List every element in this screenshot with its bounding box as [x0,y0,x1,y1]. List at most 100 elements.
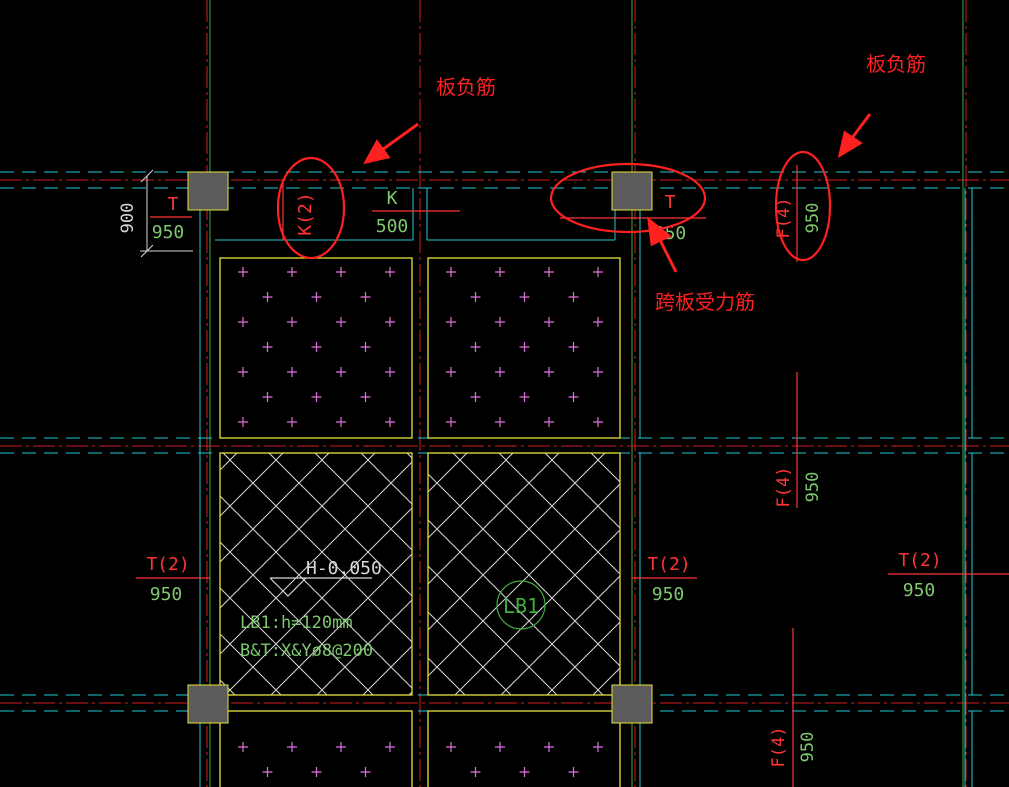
plus-marker-10 [385,317,395,327]
plus-marker-18 [262,392,273,402]
arrow-2-head [837,130,863,159]
plus-marker-4 [262,292,273,302]
plus-marker-3 [385,267,395,277]
rebar-t2-right-length: 950 [903,580,936,601]
slab-tag-circle [496,580,546,630]
slab-elevation-text: H-0.050 [306,558,382,579]
plus-marker-54 [262,767,273,777]
plus-marker-19 [311,392,322,402]
rebar-f4-bot-code: F(4) [769,727,789,768]
annotation-span-rebar: 跨板受力筋 [655,290,755,314]
plus-marker-49 [593,417,603,427]
rebar-t2-left-length: 950 [150,584,183,605]
plus-marker-26 [495,267,505,277]
slab-spec-line-2: B&T:X&Yø8@200 [240,641,373,661]
arrow-3-head [647,216,672,247]
plus-marker-53 [385,742,395,752]
plus-marker-35 [593,317,603,327]
dimension-900-text: 900 [118,203,138,234]
plus-marker-38 [568,342,579,352]
slab-panels [219,257,621,787]
plus-marker-1 [287,267,297,277]
annotation-neg-rebar-2: 板负筋 [866,52,926,76]
rebar-lines [136,165,1009,787]
rebar-f4-mid-length: 950 [803,472,823,503]
plus-marker-48 [544,417,554,427]
plus-marker-5 [311,292,322,302]
rebar-f4-top-length: 950 [803,203,823,234]
plus-marker-63 [568,767,579,777]
plus-marker-47 [495,417,505,427]
plus-marker-24 [385,417,395,427]
plus-marker-13 [360,342,371,352]
slab-tag-text: LB1 [503,594,539,618]
plus-marker-22 [287,417,297,427]
plus-marker-9 [336,317,346,327]
plus-marker-34 [544,317,554,327]
rebar-f4-mid-code: F(4) [774,467,794,508]
arrow-1-shaft [381,122,419,152]
plus-marker-8 [287,317,297,327]
plus-marker-61 [470,767,481,777]
plus-marker-56 [360,767,371,777]
slab-panel-top-right [427,257,621,439]
plus-marker-44 [519,392,530,402]
slab-panel-hatched-left [219,452,413,696]
plus-marker-55 [311,767,322,777]
dimension-900 [140,169,193,258]
plus-marker-7 [238,317,248,327]
plus-marker-11 [262,342,273,352]
plus-marker-39 [446,367,456,377]
plus-marker-30 [519,292,530,302]
markup-arrows [363,113,872,273]
rebar-t2-mid-code: T(2) [647,554,690,575]
slab-panel-hatched-right [427,452,621,696]
plus-marker-36 [470,342,481,352]
plus-marker-37 [519,342,530,352]
rebar-t1-length: 950 [152,222,185,243]
slab-spec-line-1: LB1:h=120mm [240,613,353,633]
plus-marker-17 [385,367,395,377]
rebar-f4-bot-length: 950 [798,732,818,763]
column-top-right [611,171,653,211]
markup-ellipse-t-right [549,162,707,234]
plus-marker-50 [238,742,248,752]
markup-annotations [276,150,832,262]
rebar-k-code: K [387,188,398,209]
arrow-1-head [363,139,391,165]
plus-marker-20 [360,392,371,402]
plus-marker-51 [287,742,297,752]
plus-marker-14 [238,367,248,377]
plus-marker-59 [544,742,554,752]
column-top-left [187,171,229,211]
plus-marker-6 [360,292,371,302]
rebar-k2-code: K(2) [295,192,316,235]
plus-marker-27 [544,267,554,277]
column-bottom-right [611,684,653,724]
plus-marker-21 [238,417,248,427]
plus-marker-52 [336,742,346,752]
plus-marker-62 [519,767,530,777]
plus-marker-15 [287,367,297,377]
rebar-t2-mid-length: 950 [652,584,685,605]
plus-marker-33 [495,317,505,327]
plus-marker-46 [446,417,456,427]
plus-marker-43 [470,392,481,402]
plus-marker-16 [336,367,346,377]
plus-marker-29 [470,292,481,302]
plus-marker-40 [495,367,505,377]
plus-marker-42 [593,367,603,377]
plus-marker-41 [544,367,554,377]
rebar-t2-left-code: T(2) [146,554,189,575]
slab-panel-bottom-right [427,710,621,787]
arrow-3-shaft [658,239,678,273]
rebar-t1-code: T [168,194,179,215]
plus-marker-25 [446,267,456,277]
rebar-k-length: 500 [376,216,409,237]
plus-marker-23 [336,417,346,427]
plus-marker-57 [446,742,456,752]
rebar-t-right-code: T [665,192,676,213]
rebar-t2-right-code: T(2) [898,550,941,571]
